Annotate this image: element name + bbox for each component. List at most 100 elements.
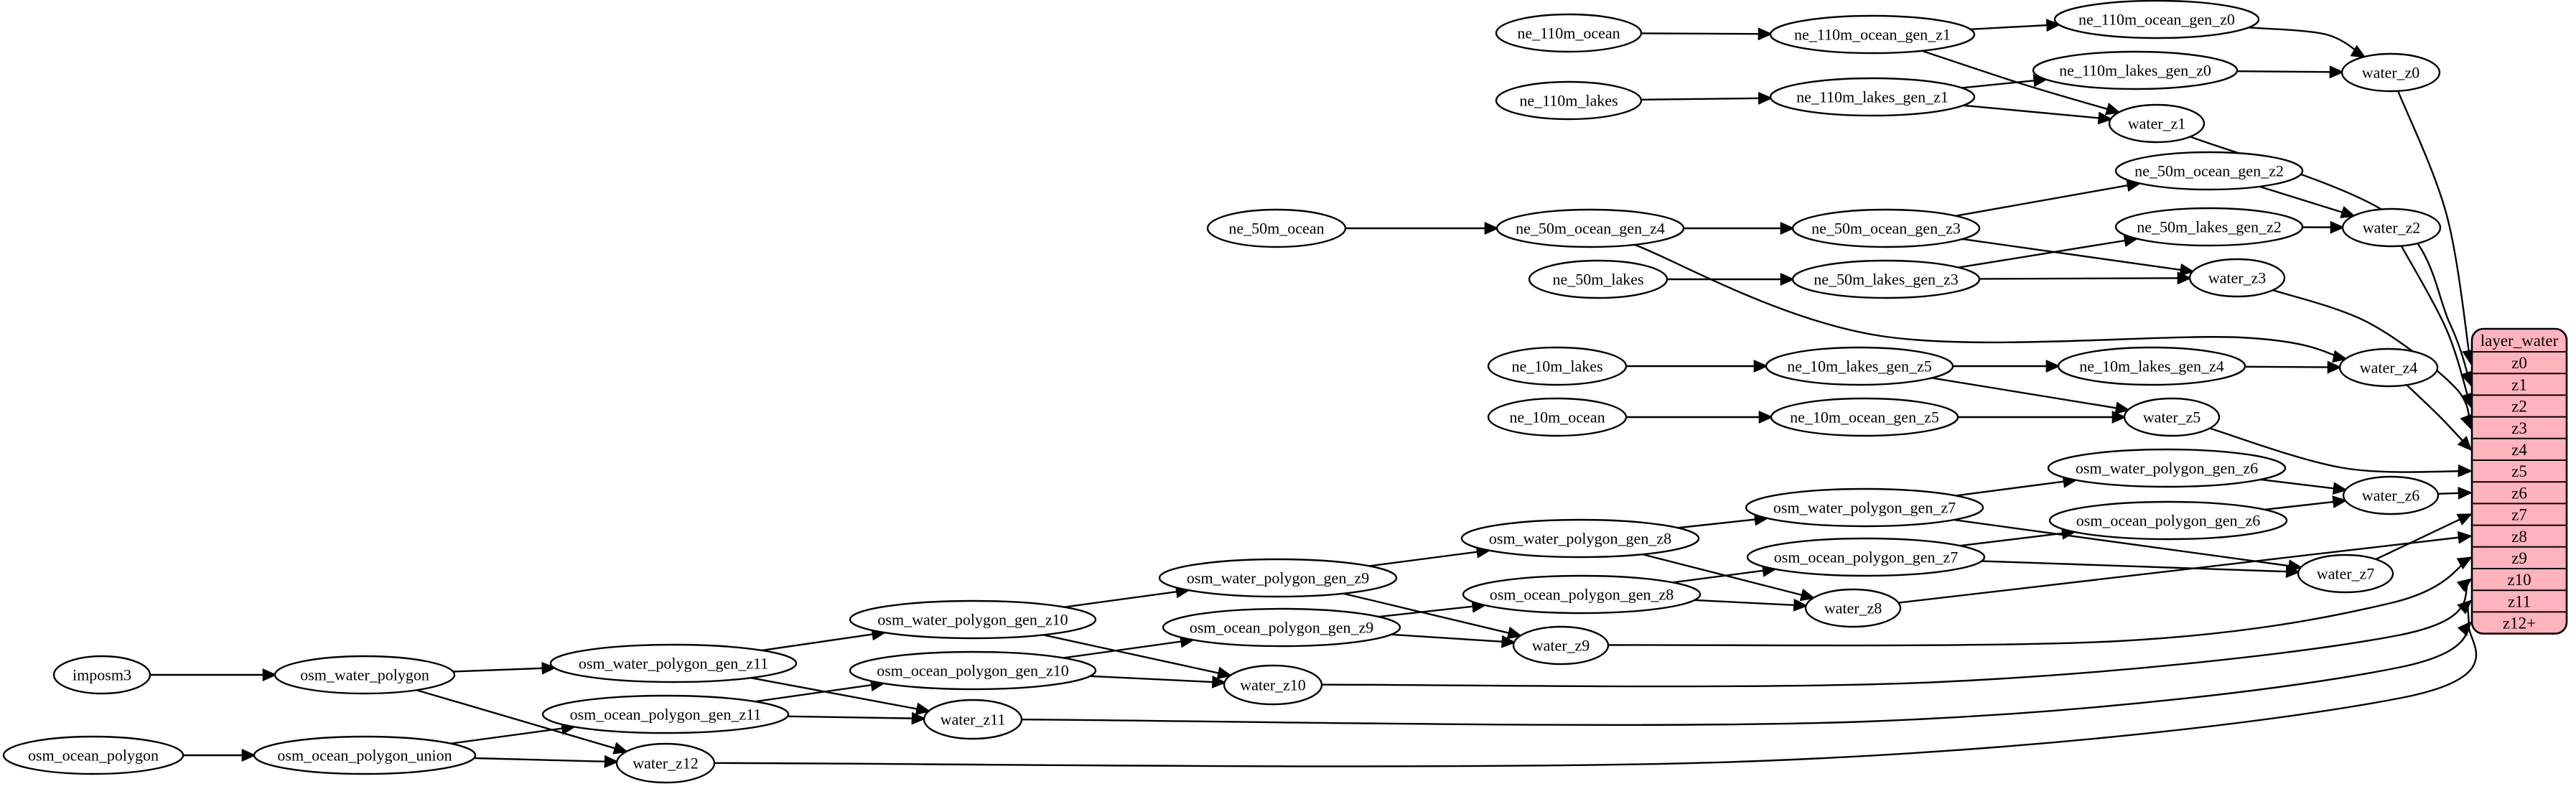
node-label-osm_water_polygon: osm_water_polygon	[300, 666, 429, 684]
node-shape-ne_10m_lakes_gen_z4	[2057, 346, 2246, 386]
node-shape-ne_50m_lakes_gen_z2	[2114, 207, 2304, 247]
node-shape-water_z4	[2338, 347, 2439, 388]
node-label-ne_110m_ocean_gen_z0: ne_110m_ocean_gen_z0	[2078, 11, 2235, 29]
edge-osm_water_polygon_gen_z8-osm_water_polygon_gen_z7	[1677, 513, 1770, 529]
table-row-z5: z5	[2511, 462, 2527, 480]
node-label-osm_ocean_polygon_union: osm_ocean_polygon_union	[277, 747, 452, 765]
node-label-osm_ocean_polygon_gen_z7: osm_ocean_polygon_gen_z7	[1774, 548, 1959, 566]
edge-osm_ocean_polygon_gen_z6-water_z6	[2264, 495, 2348, 511]
edge-osm_ocean_polygon_gen_z8-water_z8	[1694, 598, 1809, 612]
node-shape-osm_water_polygon_gen_z6	[2047, 448, 2287, 488]
node-ne_10m_lakes_gen_z5: ne_10m_lakes_gen_z5	[1765, 346, 1954, 386]
table-row-z2: z2	[2511, 398, 2527, 416]
edge-water_z7-row-z7	[2375, 513, 2473, 561]
edge-ne_50m_ocean_gen_z4-water_z4	[1634, 243, 2348, 363]
node-label-osm_water_polygon_gen_z6: osm_water_polygon_gen_z6	[2076, 459, 2258, 477]
node-osm_water_polygon_gen_z8: osm_water_polygon_gen_z8	[1460, 518, 1700, 559]
node-shape-ne_50m_ocean_gen_z3	[1791, 208, 1981, 248]
node-label-water_z3: water_z3	[2208, 269, 2267, 287]
edge-osm_water_polygon_gen_z6-water_z6	[2260, 478, 2348, 495]
node-shape-osm_ocean_polygon_gen_z6	[2048, 500, 2288, 541]
node-shape-water_z1	[2108, 103, 2206, 144]
node-water_z6: water_z6	[2342, 475, 2440, 515]
layer-water-table: layer_waterz0z1z2z3z4z5z6z7z8z9z10z11z12…	[2470, 327, 2568, 635]
node-shape-ne_110m_lakes_gen_z0	[2032, 50, 2239, 90]
node-osm_water_polygon_gen_z9: osm_water_polygon_gen_z9	[1158, 558, 1398, 598]
edge-water_z5-row-z5	[2209, 427, 2473, 477]
node-shape-osm_ocean_polygon_gen_z8	[1462, 574, 1702, 615]
node-shape-ne_110m_ocean_gen_z1	[1769, 14, 1976, 55]
edges-layer	[150, 19, 2478, 768]
node-water_z12: water_z12	[615, 742, 716, 784]
node-water_z7: water_z7	[2297, 554, 2394, 594]
edge-ne_50m_lakes_gen_z3-water_z3	[1979, 271, 2193, 285]
node-shape-osm_ocean_polygon_gen_z9	[1162, 607, 1401, 648]
edge-water_z2-row-z2	[2400, 245, 2473, 408]
node-water_z10: water_z10	[1223, 664, 1323, 706]
node-shape-osm_water_polygon_gen_z7	[1745, 487, 1984, 528]
node-label-ne_50m_ocean_gen_z3: ne_50m_ocean_gen_z3	[1811, 220, 1961, 238]
node-shape-ne_50m_ocean_gen_z2	[2114, 151, 2304, 191]
edge-osm_water_polygon_gen_z7-osm_water_polygon_gen_z6	[1955, 475, 2078, 497]
node-label-osm_water_polygon_gen_z9: osm_water_polygon_gen_z9	[1187, 569, 1369, 587]
node-shape-osm_ocean_polygon_gen_z7	[1746, 537, 1986, 577]
edge-water_z6-row-z6	[2437, 486, 2473, 500]
node-osm_ocean_polygon_gen_z6: osm_ocean_polygon_gen_z6	[2048, 500, 2288, 541]
node-osm_ocean_polygon_gen_z10: osm_ocean_polygon_gen_z10	[849, 650, 1097, 691]
layer-water-table-title: layer_water	[2481, 332, 2559, 350]
node-ne_110m_lakes: ne_110m_lakes	[1495, 80, 1643, 121]
node-label-ne_50m_lakes_gen_z3: ne_50m_lakes_gen_z3	[1814, 271, 1959, 289]
node-label-osm_water_polygon_gen_z7: osm_water_polygon_gen_z7	[1773, 499, 1956, 517]
edge-water_z12-row-z12+	[714, 621, 2478, 767]
node-water_z11: water_z11	[923, 699, 1023, 740]
node-water_z2: water_z2	[2341, 207, 2442, 248]
node-shape-ne_50m_lakes	[1528, 259, 1669, 299]
node-osm_water_polygon_gen_z7: osm_water_polygon_gen_z7	[1745, 487, 1984, 528]
node-shape-osm_ocean_polygon_gen_z10	[849, 650, 1097, 691]
edge-water_z3-row-z3	[2272, 289, 2473, 430]
node-label-water_z4: water_z4	[2360, 359, 2418, 377]
node-label-water_z12: water_z12	[633, 755, 699, 772]
node-shape-ne_10m_ocean	[1487, 397, 1628, 437]
table-row-z1: z1	[2511, 375, 2527, 393]
edge-osm_ocean_polygon_union-water_z12	[474, 755, 620, 768]
node-ne_50m_ocean: ne_50m_ocean	[1206, 208, 1347, 248]
node-ne_50m_ocean_gen_z3: ne_50m_ocean_gen_z3	[1791, 208, 1981, 248]
node-shape-ne_110m_lakes	[1495, 80, 1643, 121]
node-label-imposm3: imposm3	[73, 666, 131, 684]
node-osm_ocean_polygon_gen_z11: osm_ocean_polygon_gen_z11	[541, 694, 790, 734]
node-ne_110m_ocean_gen_z1: ne_110m_ocean_gen_z1	[1769, 14, 1976, 55]
node-label-osm_ocean_polygon_gen_z9: osm_ocean_polygon_gen_z9	[1190, 619, 1374, 637]
node-label-ne_110m_lakes_gen_z1: ne_110m_lakes_gen_z1	[1796, 88, 1949, 106]
node-shape-osm_water_polygon_gen_z9	[1158, 558, 1398, 598]
edge-water_z0-row-z0	[2397, 90, 2475, 365]
edge-osm_ocean_polygon_gen_z11-water_z11	[788, 711, 927, 725]
node-shape-osm_water_polygon	[274, 655, 456, 695]
node-shape-osm_ocean_polygon_gen_z11	[541, 694, 790, 734]
node-ne_50m_ocean_gen_z2: ne_50m_ocean_gen_z2	[2114, 151, 2304, 191]
edge-osm_ocean_polygon_gen_z9-osm_ocean_polygon_gen_z8	[1378, 599, 1487, 618]
edge-water_z10-row-z10	[1321, 578, 2473, 688]
node-shape-water_z7	[2297, 554, 2394, 594]
edge-osm_ocean_polygon_union-osm_ocean_polygon_gen_z11	[450, 722, 577, 744]
edge-ne_110m_lakes-ne_110m_lakes_gen_z1	[1641, 91, 1773, 105]
table-row-z9: z9	[2511, 549, 2527, 567]
node-label-ne_10m_lakes: ne_10m_lakes	[1511, 358, 1602, 375]
node-ne_110m_lakes_gen_z1: ne_110m_lakes_gen_z1	[1769, 77, 1976, 117]
node-label-ne_50m_lakes: ne_50m_lakes	[1552, 271, 1643, 289]
node-osm_ocean_polygon_gen_z8: osm_ocean_polygon_gen_z8	[1462, 574, 1702, 615]
node-water_z3: water_z3	[2188, 258, 2286, 298]
node-shape-water_z9	[1512, 625, 1610, 666]
table-row-z7: z7	[2511, 506, 2527, 524]
node-osm_ocean_polygon_gen_z9: osm_ocean_polygon_gen_z9	[1162, 607, 1401, 648]
node-osm_ocean_polygon: osm_ocean_polygon	[2, 735, 185, 775]
node-label-osm_ocean_polygon: osm_ocean_polygon	[28, 747, 159, 765]
node-water_z5: water_z5	[2123, 397, 2221, 437]
table-row-z10: z10	[2507, 571, 2531, 589]
edge-osm_ocean_polygon_gen_z7-water_z7	[1982, 560, 2301, 579]
node-label-water_z0: water_z0	[2362, 64, 2420, 82]
node-shape-water_z6	[2342, 475, 2440, 515]
node-ne_110m_ocean_gen_z0: ne_110m_ocean_gen_z0	[2053, 0, 2260, 39]
node-label-osm_ocean_polygon_gen_z6: osm_ocean_polygon_gen_z6	[2076, 512, 2261, 530]
